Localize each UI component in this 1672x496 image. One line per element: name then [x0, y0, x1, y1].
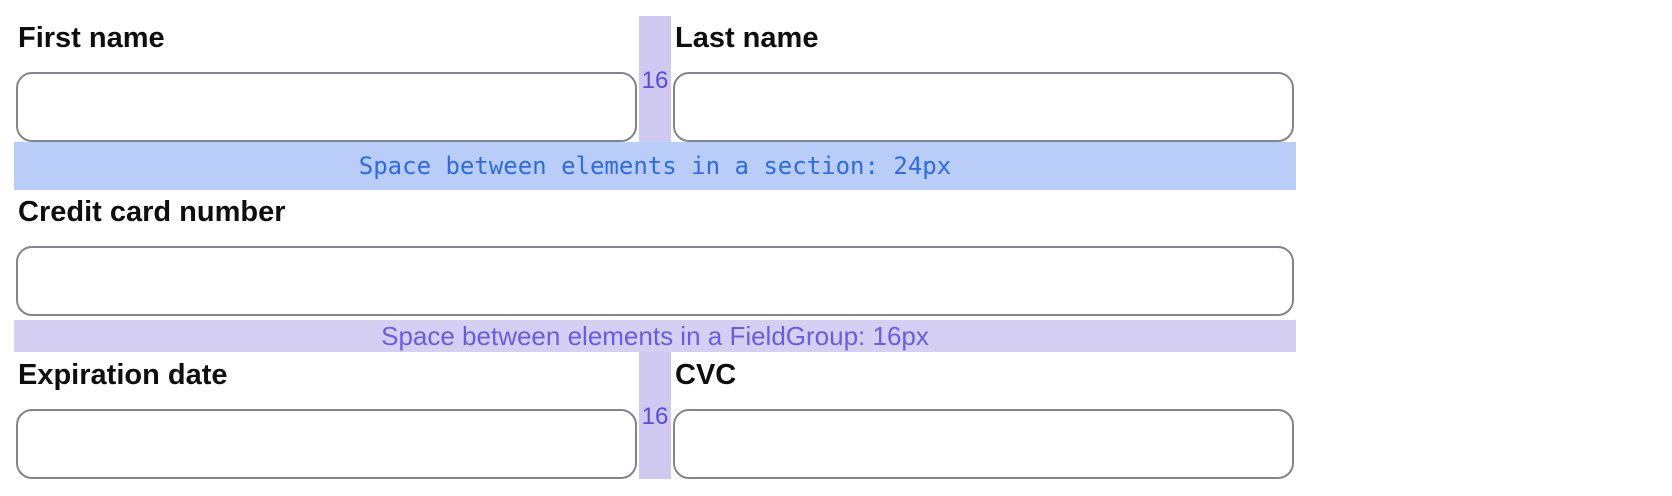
last-name-input[interactable] — [673, 72, 1294, 142]
credit-card-number-label: Credit card number — [18, 196, 286, 228]
name-field-group-row: First name 16 Last name — [14, 16, 1296, 142]
expiration-date-field: Expiration date — [14, 352, 639, 479]
section-spacing-highlight: Space between elements in a section: 24p… — [14, 142, 1296, 190]
last-name-label: Last name — [675, 22, 819, 54]
credit-card-number-field: Credit card number — [14, 190, 1296, 316]
section-spacing-label: Space between elements in a section: 24p… — [358, 152, 952, 180]
credit-card-number-input[interactable] — [16, 246, 1294, 316]
first-name-input[interactable] — [16, 72, 637, 142]
payment-form-illustration: First name 16 Last name Space between el… — [14, 16, 1296, 479]
column-gap-highlight: 16 — [639, 352, 671, 479]
expiration-date-label: Expiration date — [18, 359, 228, 391]
last-name-field: Last name — [671, 16, 1296, 142]
first-name-label: First name — [18, 22, 165, 54]
first-name-field: First name — [14, 16, 639, 142]
cvc-label: CVC — [675, 359, 737, 391]
fieldgroup-spacing-label: Space between elements in a FieldGroup: … — [381, 320, 929, 351]
column-gap-size-label: 16 — [641, 67, 669, 94]
column-gap-size-label: 16 — [641, 403, 669, 430]
cvc-input[interactable] — [673, 409, 1294, 479]
column-gap-highlight: 16 — [639, 16, 671, 142]
expiration-date-input[interactable] — [16, 409, 637, 479]
card-details-field-group-row: Expiration date 16 CVC — [14, 352, 1296, 479]
cvc-field: CVC — [671, 352, 1296, 479]
fieldgroup-spacing-highlight: Space between elements in a FieldGroup: … — [14, 320, 1296, 352]
